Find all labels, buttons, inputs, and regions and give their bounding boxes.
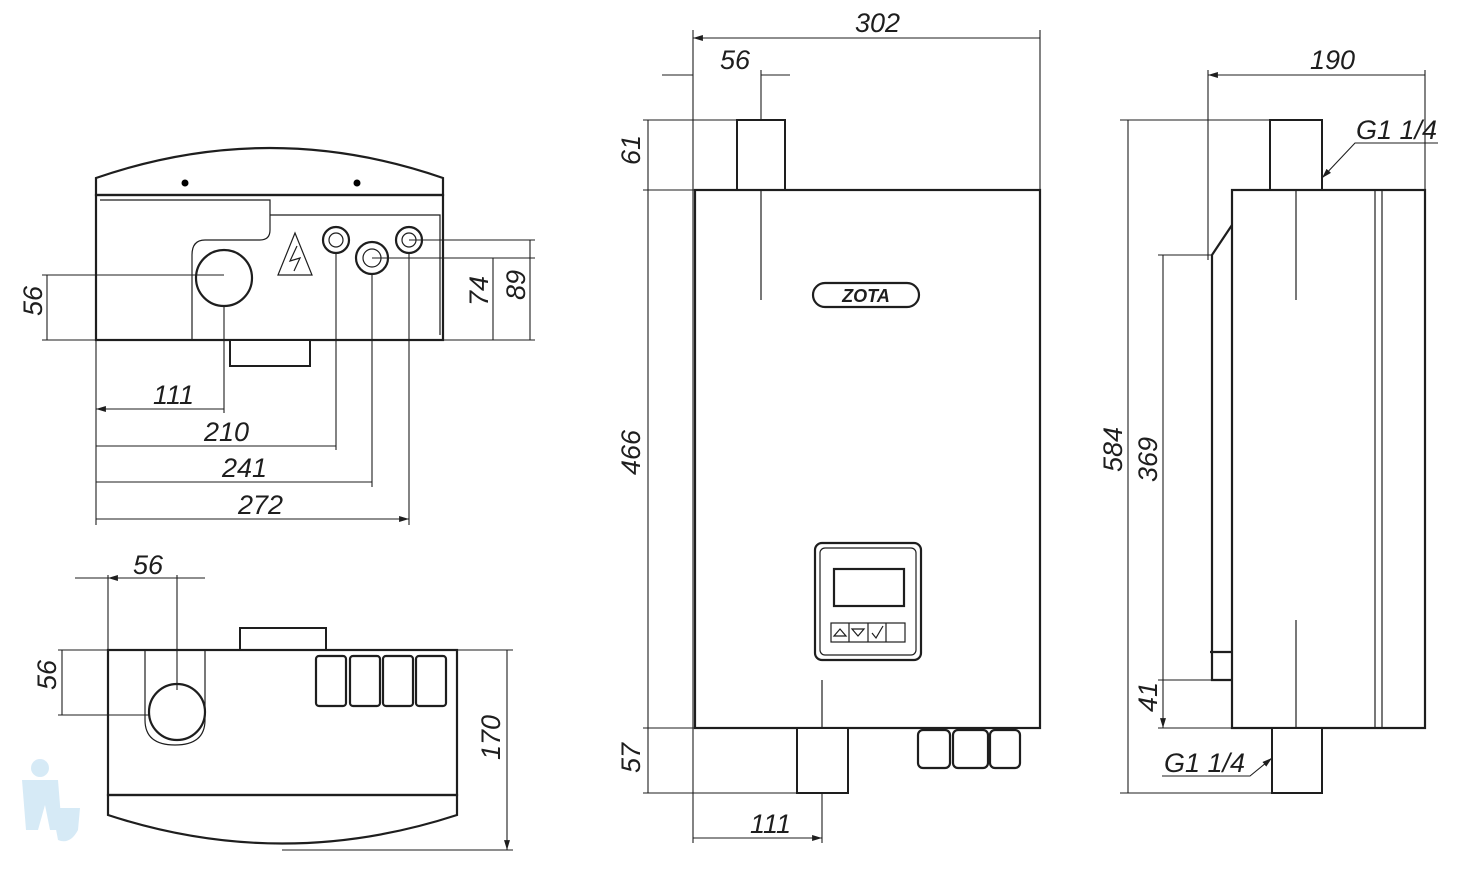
dim-466: 466	[616, 429, 646, 475]
side-view: 190 584 369 41 G1 1/4 G1 1/4	[1098, 45, 1438, 794]
dim-584: 584	[1098, 427, 1128, 472]
dim-56-h: 56	[133, 550, 164, 580]
dim-190: 190	[1310, 45, 1355, 75]
dim-170: 170	[476, 715, 506, 760]
front-view: ZOTA 302 56 61 466 57 111	[616, 8, 1042, 843]
dim-56-v: 56	[32, 659, 62, 690]
dim-369: 369	[1133, 437, 1163, 482]
plumber-watermark-logo	[22, 759, 80, 842]
zota-logo: ZOTA	[811, 281, 921, 309]
dim-302: 302	[855, 8, 900, 38]
dim-56: 56	[18, 285, 48, 316]
dim-56: 56	[720, 45, 751, 75]
dim-61: 61	[616, 135, 646, 165]
dim-74: 74	[464, 276, 494, 306]
dim-241: 241	[221, 453, 267, 483]
top-view: 56 74 89 111 210 241 272	[18, 146, 535, 525]
control-panel	[813, 541, 923, 662]
dim-89: 89	[501, 270, 531, 300]
thread-label-top: G1 1/4	[1356, 115, 1437, 145]
thread-label-bottom: G1 1/4	[1164, 748, 1245, 778]
dim-41: 41	[1133, 682, 1163, 712]
dim-210: 210	[203, 417, 249, 447]
dim-111: 111	[153, 380, 194, 410]
bottom-view: 56 56 170	[32, 550, 513, 850]
svg-text:ZOTA: ZOTA	[841, 286, 890, 306]
dim-272: 272	[237, 490, 283, 520]
dim-57: 57	[616, 742, 646, 773]
dim-111: 111	[750, 809, 791, 839]
